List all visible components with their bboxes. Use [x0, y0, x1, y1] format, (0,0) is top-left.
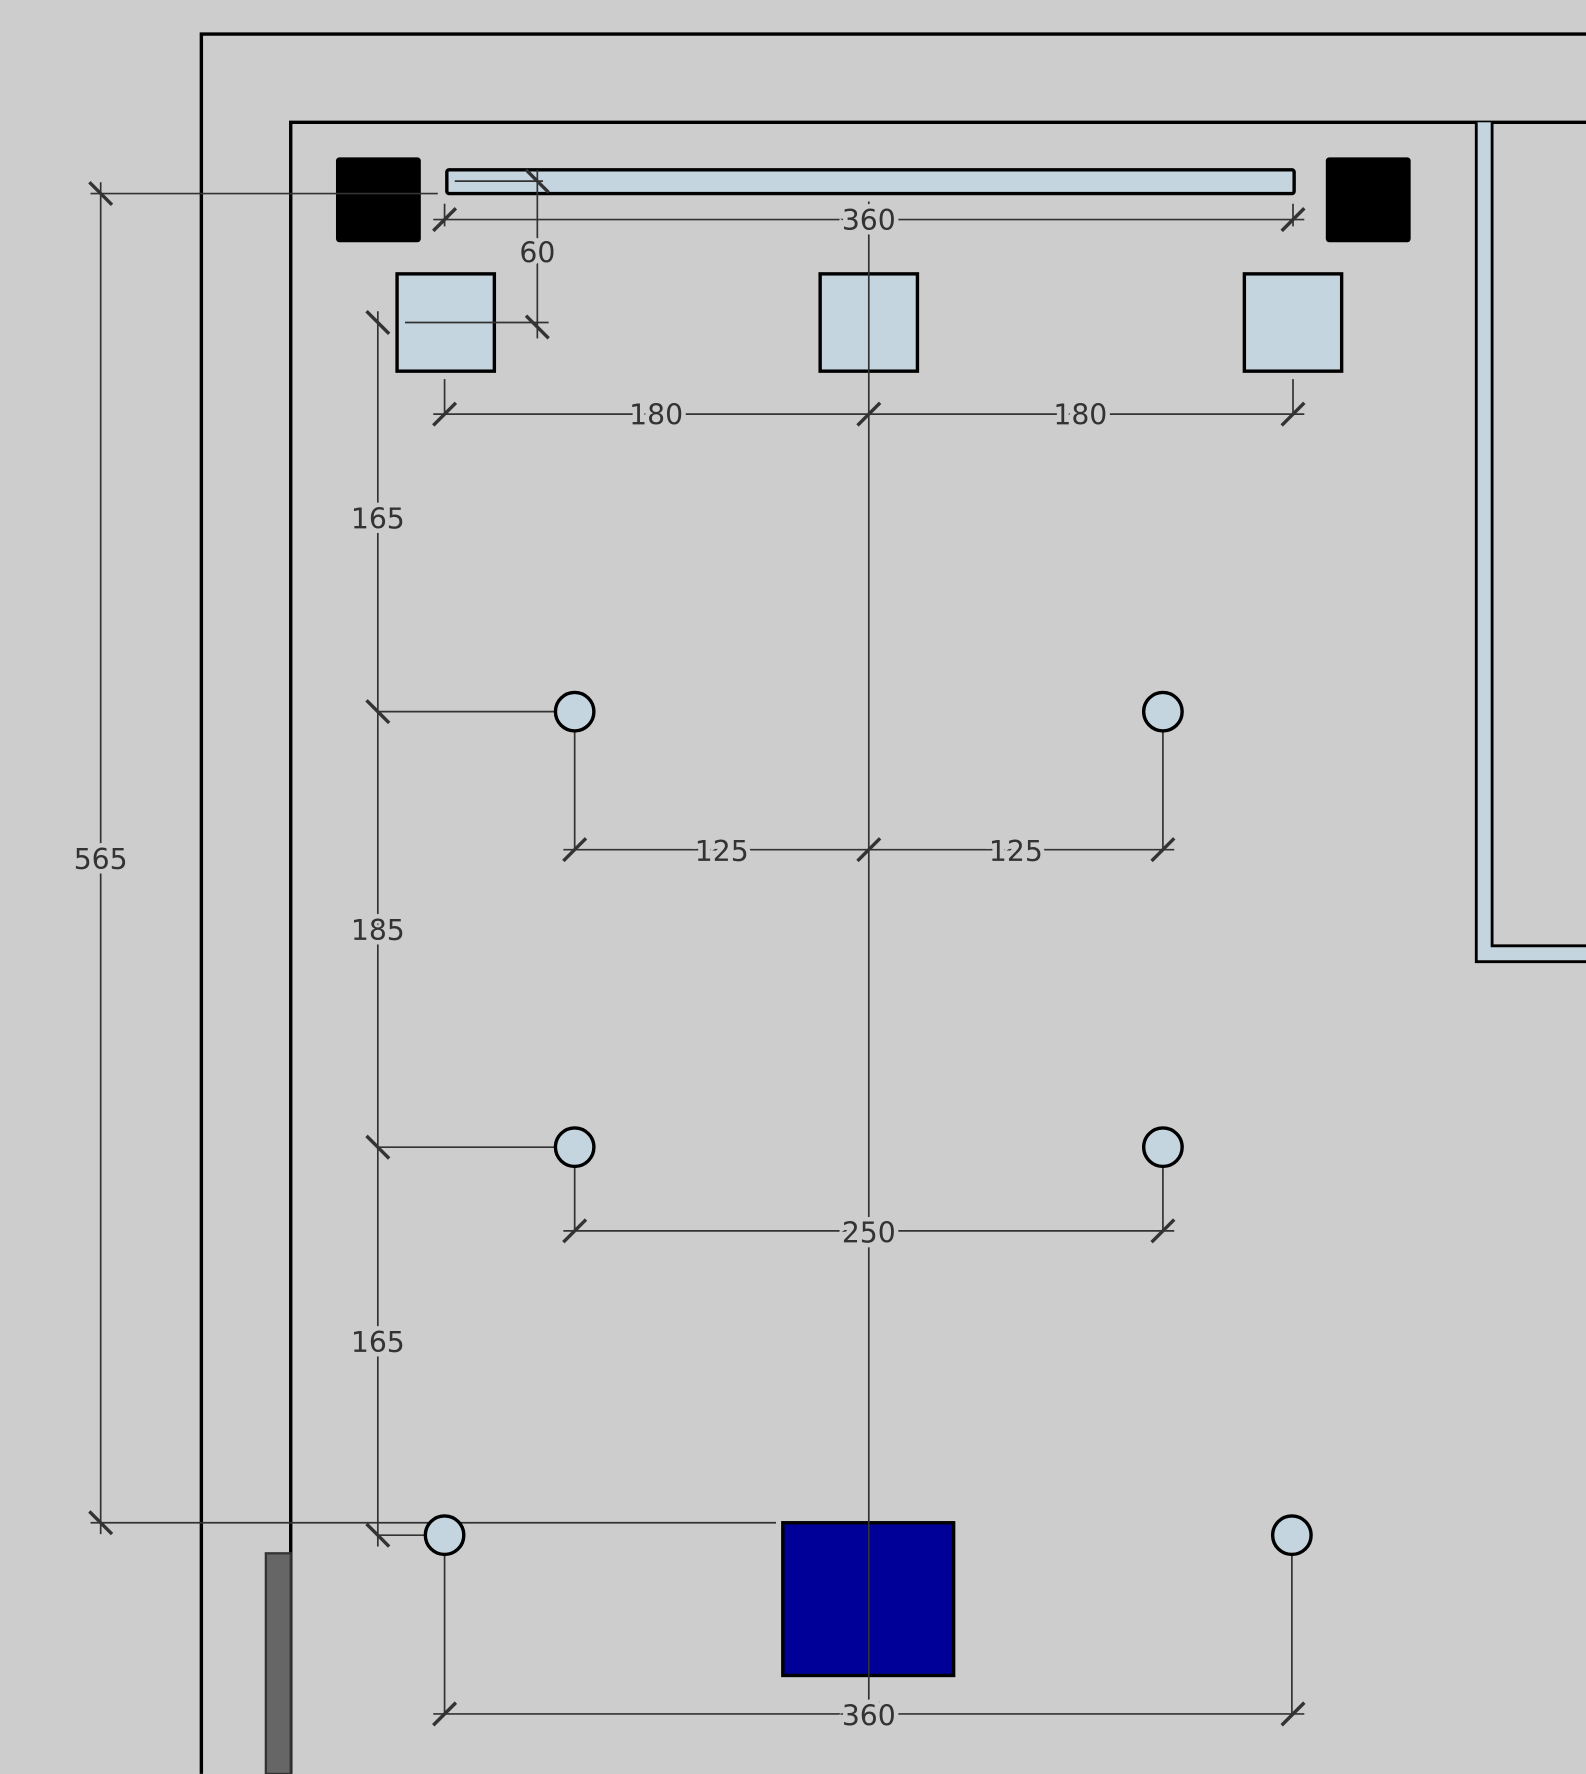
dimension-tick: [524, 314, 550, 340]
dimension-tick: [562, 1218, 588, 1244]
round-fixture: [553, 1126, 596, 1169]
square-fixture-right: [1242, 272, 1344, 373]
dimension-tick: [365, 1134, 391, 1160]
dimension-tick: [1150, 1218, 1176, 1244]
dim-label-bottom-width: 360: [842, 1699, 896, 1732]
dim-label-right-spacing: 180: [1053, 398, 1107, 431]
dimension-tick: [88, 1510, 114, 1536]
dimension-tick: [432, 401, 458, 427]
black-block-left: [335, 157, 421, 243]
dim-label-top-width: 360: [842, 204, 896, 237]
dimension-tick: [365, 309, 391, 336]
dimension-tick: [1280, 401, 1306, 427]
outer-wall: [199, 32, 1586, 1774]
dim-label-total-height: 565: [74, 843, 128, 876]
dimension-tick: [365, 699, 391, 725]
black-block-right: [1325, 157, 1411, 243]
dim-label-mid-left: 125: [695, 835, 749, 868]
dimension-tick: [524, 168, 550, 194]
round-fixture: [1270, 1514, 1313, 1557]
dim-label-vert-3: 165: [351, 1326, 405, 1359]
dim-label-left-spacing: 180: [629, 398, 683, 431]
dim-label-lower-width: 250: [842, 1216, 896, 1249]
dimension-tick: [1150, 837, 1176, 863]
dimension-tick: [432, 207, 458, 233]
dim-label-vert-1: 165: [351, 502, 405, 535]
dimension-lines: [88, 168, 1306, 1727]
round-fixtures: [423, 690, 1313, 1557]
round-fixture: [1141, 1126, 1184, 1169]
inner-wall: [289, 120, 1586, 1774]
door-panel: [264, 1552, 292, 1774]
dim-label-offset: 60: [519, 237, 555, 270]
dimension-tick: [856, 401, 882, 427]
dimension-tick: [88, 181, 114, 207]
dimension-tick: [562, 837, 588, 863]
round-fixture: [423, 1514, 466, 1557]
dimension-tick: [856, 1701, 882, 1727]
dim-label-vert-2: 185: [351, 914, 405, 947]
dim-label-mid-right: 125: [989, 835, 1043, 868]
dimension-tick: [365, 1522, 391, 1548]
dimension-tick: [432, 1701, 458, 1727]
long-bar: [445, 168, 1296, 196]
round-fixture: [1141, 690, 1184, 733]
right-partition: [1474, 122, 1586, 964]
round-fixture: [553, 690, 596, 733]
dimension-tick: [856, 837, 882, 863]
dimension-tick: [1280, 1701, 1306, 1727]
dimension-tick: [1280, 207, 1306, 233]
